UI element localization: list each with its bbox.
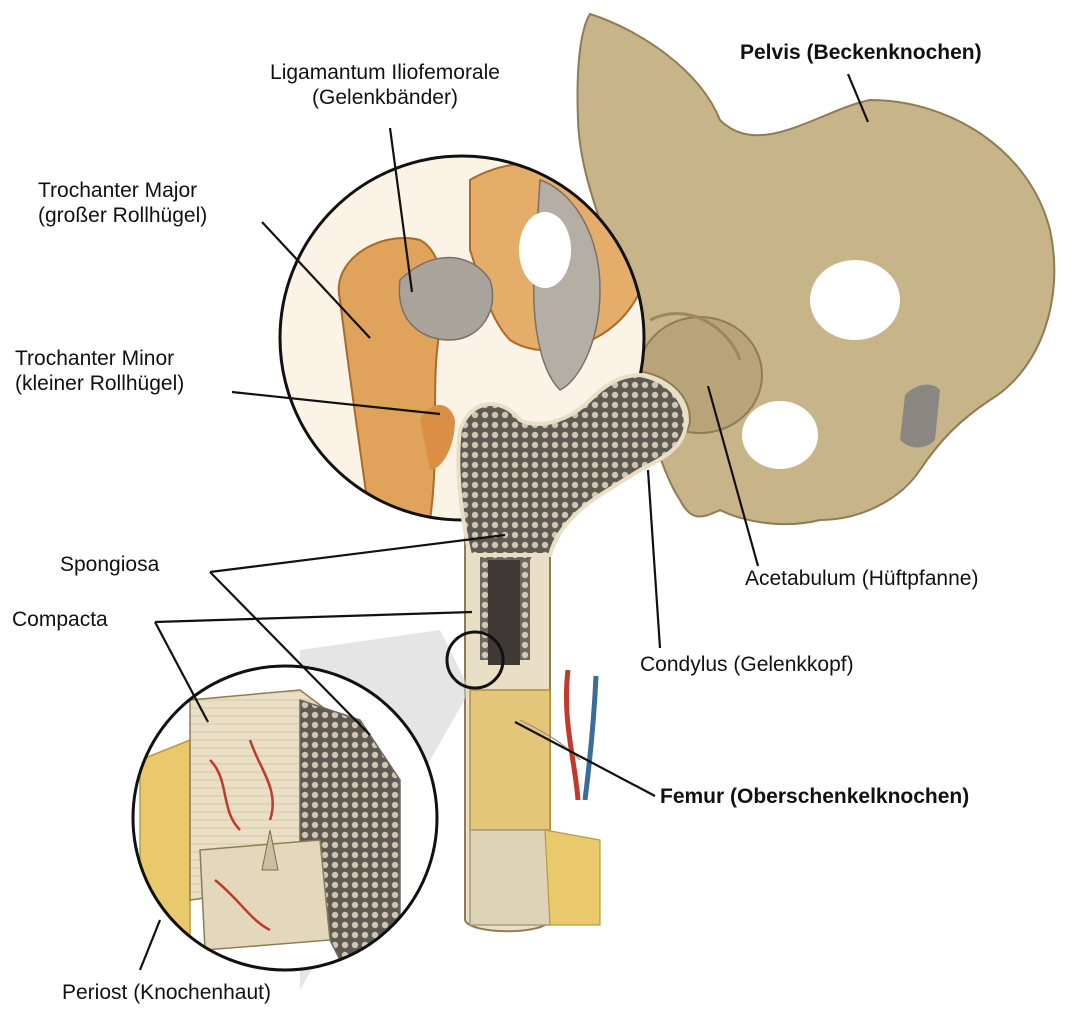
trochanter-major-label-line1: Trochanter Major xyxy=(38,178,207,203)
trochanter-major-label-line2: (großer Rollhügel) xyxy=(38,203,207,228)
femur-label: Femur (Oberschenkelknochen) xyxy=(660,784,969,809)
acetabulum-label: Acetabulum (Hüftpfanne) xyxy=(745,566,978,591)
leader-compacta-1 xyxy=(155,612,472,622)
periost-label: Periost (Knochenhaut) xyxy=(62,980,271,1005)
trochanter-minor-label: Trochanter Minor (kleiner Rollhügel) xyxy=(15,346,184,396)
ligament-label: Ligamantum Iliofemorale (Gelenkbänder) xyxy=(225,60,545,110)
trochanter-minor-label-line1: Trochanter Minor xyxy=(15,346,184,371)
leader-spongiosa-1 xyxy=(210,535,505,572)
magnified-bone-tissue xyxy=(133,666,437,970)
ligament-label-line2: (Gelenkbänder) xyxy=(225,85,545,110)
spongiosa-label: Spongiosa xyxy=(60,552,159,577)
compacta-label: Compacta xyxy=(12,607,108,632)
pelvis-label: Pelvis (Beckenknochen) xyxy=(740,40,982,65)
trochanter-major-label: Trochanter Major (großer Rollhügel) xyxy=(38,178,207,228)
trochanter-minor-label-line2: (kleiner Rollhügel) xyxy=(15,371,184,396)
condylus-label: Condylus (Gelenkkopf) xyxy=(640,652,854,677)
leader-condylus xyxy=(648,470,660,648)
leader-periost xyxy=(140,920,160,970)
ligament-label-line1: Ligamantum Iliofemorale xyxy=(225,60,545,85)
